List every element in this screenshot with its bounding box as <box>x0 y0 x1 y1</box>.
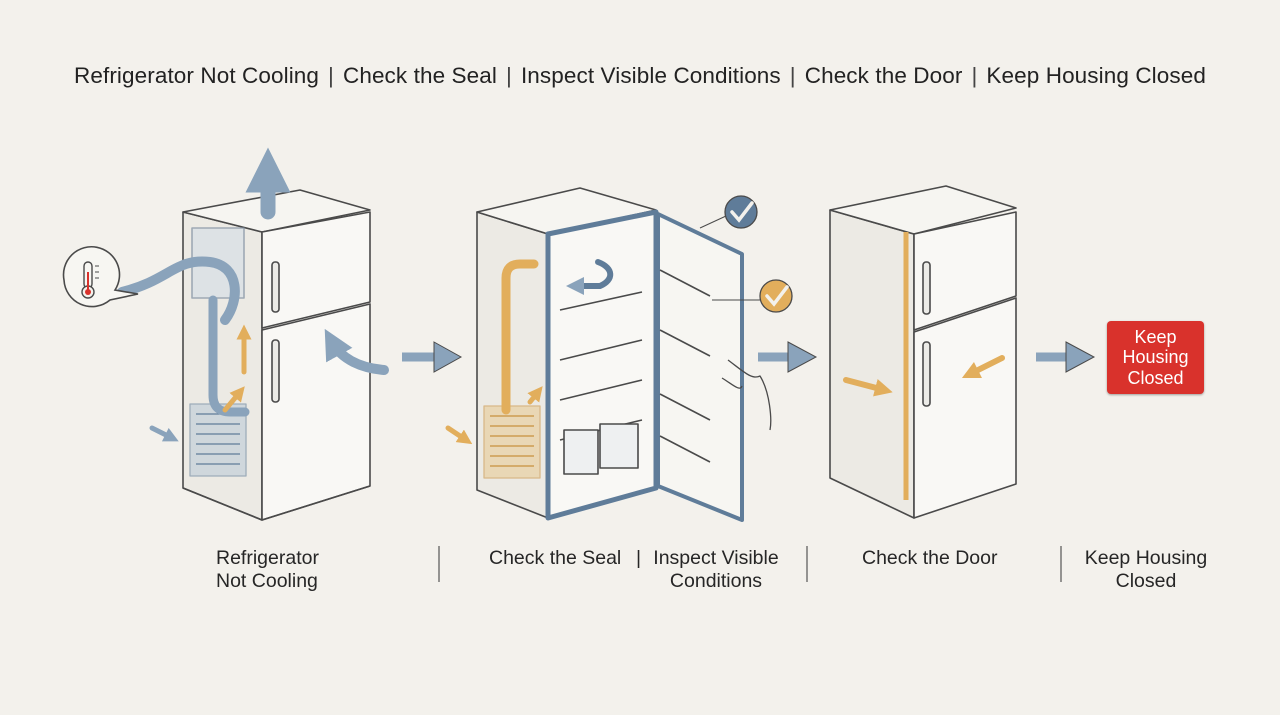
caption-step-2a: Check the Seal <box>489 547 621 570</box>
thermometer-icon <box>62 245 139 308</box>
title-part-1: Refrigerator Not Cooling <box>74 63 320 88</box>
check-circle-icon <box>699 195 758 229</box>
caption-line: Inspect Visible <box>653 547 779 569</box>
arrow-right-icon <box>1036 341 1096 373</box>
arrow-right-icon <box>758 341 818 373</box>
caption-step-1: Refrigerator Not Cooling <box>216 547 319 593</box>
caption-line: Closed <box>1115 570 1177 592</box>
check-circle-icon <box>712 279 793 313</box>
caption-line: Not Cooling <box>216 570 318 592</box>
badge-line-3: Closed <box>1127 367 1184 388</box>
airflow-fridge-3 <box>843 355 1005 397</box>
title-separator: | <box>328 63 334 88</box>
caption-step-3: Check the Door <box>862 547 997 570</box>
caption-line: Conditions <box>669 570 763 592</box>
caption-separator: | <box>636 547 641 570</box>
title-separator: | <box>505 63 512 88</box>
title-part-4: Check the Door <box>804 63 963 88</box>
caption-line: Check the Seal <box>489 547 622 569</box>
keep-housing-closed-badge: Keep Housing Closed <box>1107 321 1204 394</box>
caption-line: Refrigerator <box>216 547 319 569</box>
badge-line-1: Keep <box>1134 326 1177 347</box>
caption-line: Check the Door <box>862 547 998 569</box>
title-separator: | <box>789 63 796 88</box>
arrow-right-icon <box>402 341 463 373</box>
title-part-5: Keep Housing Closed <box>986 63 1206 88</box>
fridge-open <box>476 187 772 522</box>
fridge-closed-door <box>829 185 1017 519</box>
title-part-3: Inspect Visible Conditions <box>520 63 781 88</box>
airflow-fridge-2 <box>445 259 614 445</box>
airflow-fridge-1 <box>117 147 389 442</box>
badge-line-2: Housing <box>1122 347 1189 368</box>
caption-step-2b: Inspect Visible Conditions <box>648 547 784 593</box>
caption-separator-text: | <box>636 547 642 569</box>
caption-step-4: Keep Housing Closed <box>1080 547 1212 593</box>
caption-line: Keep Housing <box>1084 547 1208 569</box>
title-bar: Refrigerator Not Cooling | Check the Sea… <box>0 58 1280 94</box>
title-separator: | <box>971 63 978 88</box>
title-part-2: Check the Seal <box>342 63 497 88</box>
